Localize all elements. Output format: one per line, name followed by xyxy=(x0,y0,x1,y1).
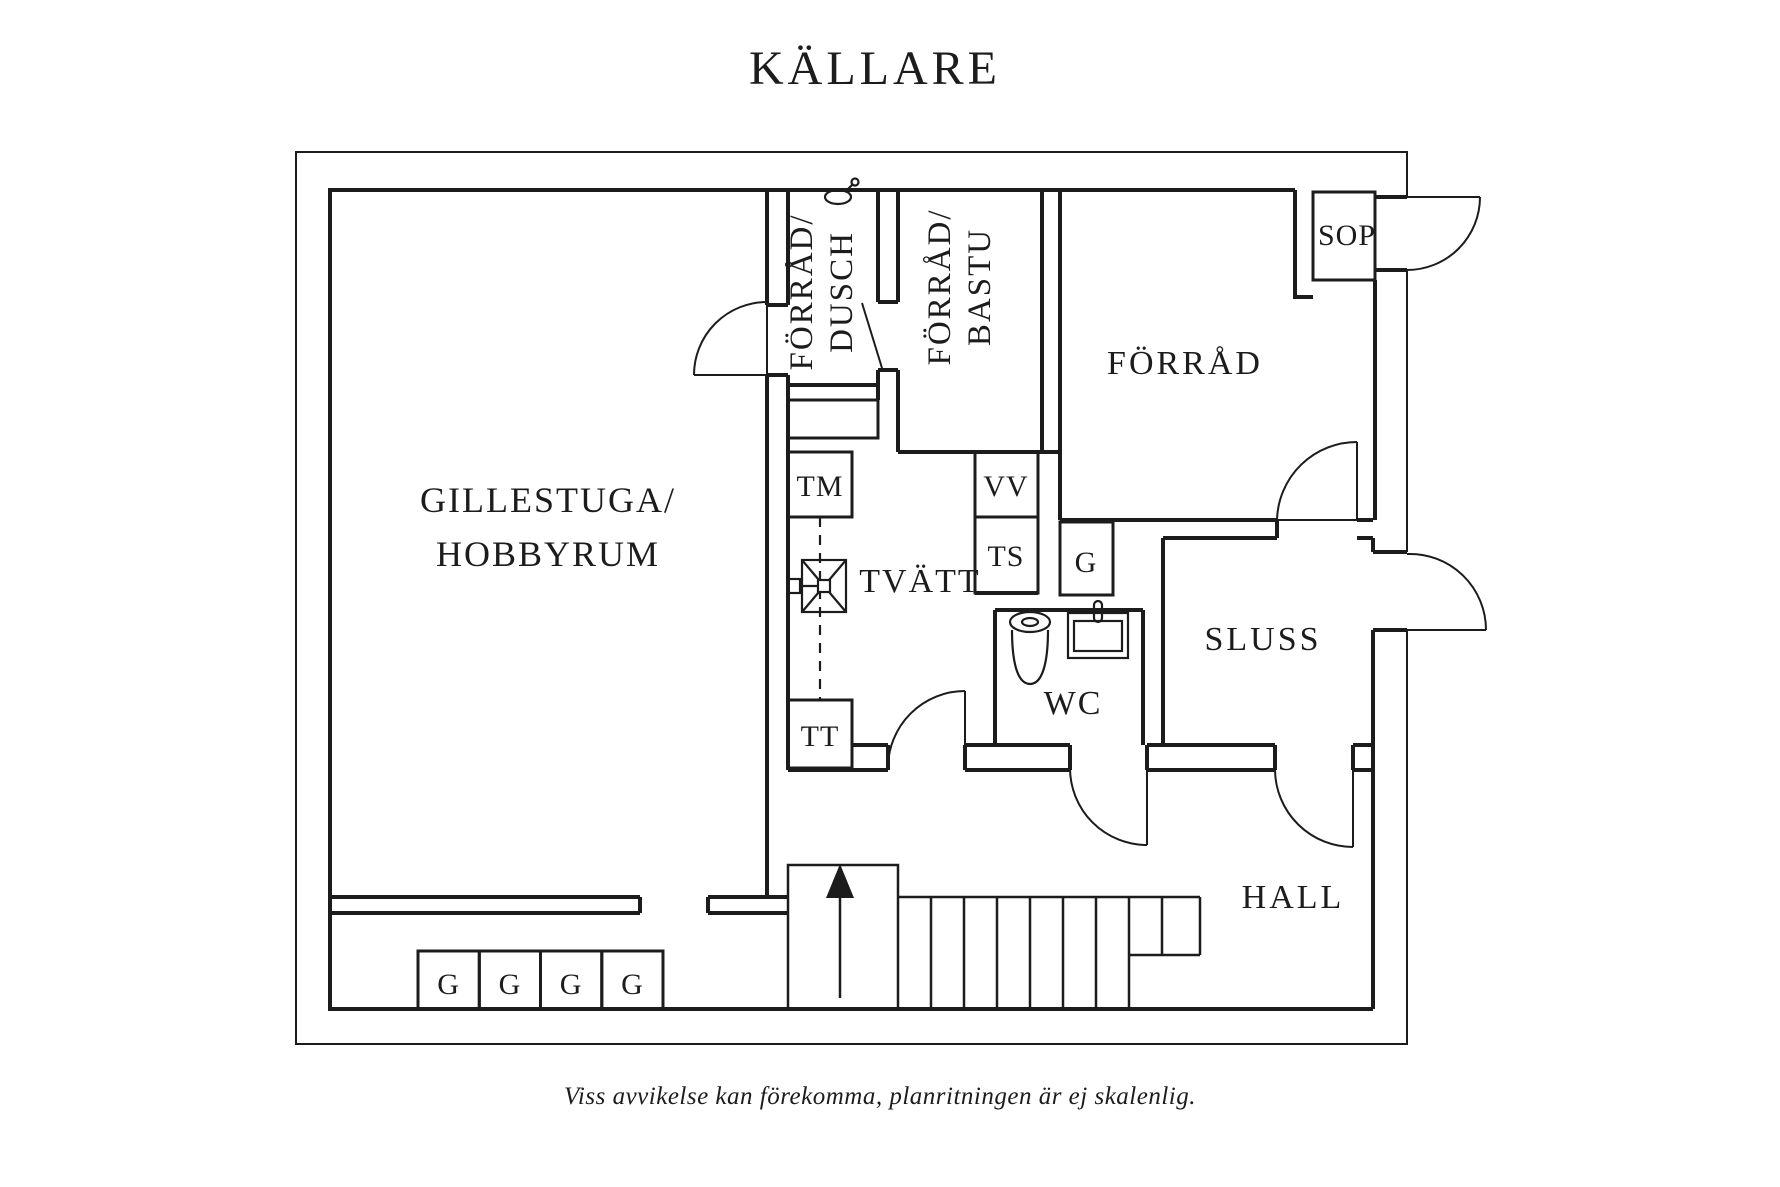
room-label-forrad-bastu-line1: FÖRRÅD/ xyxy=(921,208,958,365)
wall-forrad-south xyxy=(1040,190,1279,540)
room-label-gillestuga-line1: GILLESTUGA/ xyxy=(420,480,676,520)
label-tm-washing-machine: TM xyxy=(797,470,844,503)
stair-direction-arrow-icon xyxy=(826,864,854,898)
sink-basin-inner xyxy=(1072,619,1124,653)
door-arc-sluss-hall xyxy=(1274,769,1354,848)
disclaimer-footnote: Viss avvikelse kan förekomma, planritnin… xyxy=(564,1083,1196,1110)
label-tt-tumble-dryer: TT xyxy=(801,720,840,753)
room-label-tvatt: TVÄTT xyxy=(859,563,980,600)
shower-head-icon xyxy=(823,177,860,206)
wall-hall-north xyxy=(788,743,1373,772)
door-arc-sop-exterior xyxy=(1406,196,1481,271)
sink-icon xyxy=(1066,599,1130,660)
room-labels: GILLESTUGA/ HOBBYRUM FÖRRÅD/ DUSCH FÖRRÅ… xyxy=(420,208,1376,916)
shower-head-neck xyxy=(844,183,854,193)
toilet-bowl xyxy=(1010,629,1050,686)
room-label-gillestuga-line2: HOBBYRUM xyxy=(436,534,660,574)
outer-wall-border xyxy=(295,151,1408,1045)
door-arc-wc xyxy=(1069,767,1148,846)
wall-gillestuga-east xyxy=(765,190,790,897)
sink-faucet xyxy=(1092,599,1104,624)
room-label-forrad-dusch-line2: DUSCH xyxy=(824,231,860,353)
room-label-sluss: SLUSS xyxy=(1204,621,1321,658)
stairs xyxy=(786,863,1202,1011)
label-ts-drying-cabinet: TS xyxy=(987,540,1024,573)
label-wardrobe-g-3: G xyxy=(560,968,583,1001)
sop-closet-box xyxy=(1311,190,1377,282)
ts-drying-cabinet-box xyxy=(973,515,1040,595)
toilet-icon xyxy=(1008,610,1052,686)
label-vv-water-heater: VV xyxy=(983,470,1028,503)
door-arc-forrad xyxy=(1276,441,1358,521)
room-label-forrad-dusch-line1: FÖRRÅD/ xyxy=(783,213,820,370)
floor-drain-shower-icon xyxy=(786,558,848,614)
door-leaf-bastu xyxy=(861,302,883,369)
door-arc-sluss-exterior xyxy=(1373,552,1487,631)
stair-treads xyxy=(898,895,1202,1009)
label-wardrobe-g-2: G xyxy=(499,968,522,1001)
wall-gillestuga-south xyxy=(330,895,788,915)
shower-drain xyxy=(816,578,832,594)
room-label-hall: HALL xyxy=(1242,879,1345,916)
label-g-closet: G xyxy=(1075,546,1098,579)
wall-east-side xyxy=(1293,190,1407,1009)
door-arc-gillestuga xyxy=(693,301,768,376)
door-arc-tvatt xyxy=(887,690,966,769)
wall-dusch-bastu xyxy=(788,190,1060,454)
room-label-forrad-bastu-line2: BASTU xyxy=(962,228,998,346)
stair-landing xyxy=(786,863,900,1011)
toilet-tank xyxy=(1008,610,1052,634)
wall-wc-sluss xyxy=(975,538,1165,745)
wardrobe-box xyxy=(600,949,665,1011)
room-label-sop: SOP xyxy=(1318,219,1376,252)
sink-basin-outer xyxy=(1066,611,1130,660)
shower-head-joint xyxy=(850,177,860,187)
interior-walls xyxy=(328,188,1407,1011)
fixture-labels: TM VV TS G TT G G G G xyxy=(437,470,1098,1001)
toilet-flush-button xyxy=(1020,616,1040,628)
fixtures xyxy=(786,177,1130,700)
under-dusch-closet-box xyxy=(786,398,880,440)
label-wardrobe-g-4: G xyxy=(621,968,644,1001)
shower-head xyxy=(823,188,853,206)
page-title: KÄLLARE xyxy=(749,42,1001,95)
g-closet-box xyxy=(1058,520,1115,597)
room-label-wc: WC xyxy=(1044,685,1103,722)
doors xyxy=(693,196,1487,848)
closet-boxes xyxy=(416,190,1377,1011)
room-label-forrad: FÖRRÅD xyxy=(1107,345,1263,382)
label-wardrobe-g-1: G xyxy=(437,968,460,1001)
